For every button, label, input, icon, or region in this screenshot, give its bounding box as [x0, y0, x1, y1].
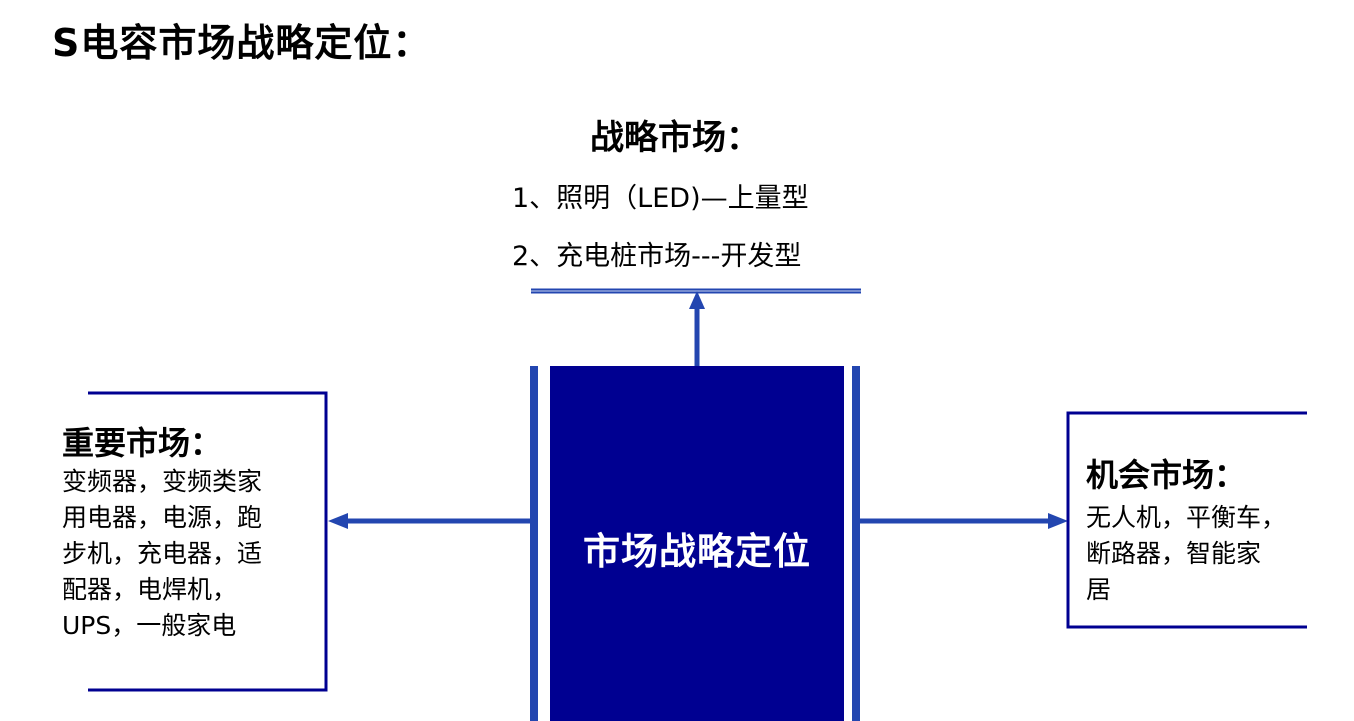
center-box: 市场战略定位 [550, 366, 844, 721]
center-left-bar [530, 366, 538, 721]
arrow-left-head [328, 513, 348, 529]
strategic-market-item: 2、充电桩市场---开发型 [512, 241, 802, 272]
center-right-bar [852, 366, 860, 721]
page-title: S电容市场战略定位： [52, 21, 432, 65]
opportunity-market-line: 无人机，平衡车， [1086, 503, 1287, 532]
opportunity-market-frame [1066, 411, 1307, 629]
opportunity-market-description: 无人机，平衡车， 断路器，智能家 居 [1086, 500, 1326, 608]
important-market-description: 变频器，变频类家 用电器，电源，跑 步机，充电器，适 配器，电焊机， UPS，一… [62, 464, 324, 644]
important-market-line: 步机，充电器，适 [62, 539, 263, 568]
opportunity-market-line: 居 [1086, 575, 1112, 604]
important-market-line: UPS，一般家电 [62, 611, 237, 640]
opportunity-market-heading: 机会市场： [1086, 456, 1247, 494]
strategic-market-item: 1、照明（LED)—上量型 [512, 183, 809, 214]
arrow-right-head [1048, 513, 1068, 529]
arrow-up-head [689, 291, 705, 309]
important-market-line: 用电器，电源，跑 [62, 503, 263, 532]
important-market-frame [88, 391, 328, 692]
important-market-line: 配器，电焊机， [62, 575, 238, 604]
center-label: 市场战略定位 [583, 529, 811, 573]
strategic-market-heading: 战略市场： [590, 118, 760, 158]
opportunity-market-line: 断路器，智能家 [1086, 539, 1262, 568]
important-market-heading: 重要市场： [62, 424, 223, 462]
important-market-line: 变频器，变频类家 [62, 467, 263, 496]
